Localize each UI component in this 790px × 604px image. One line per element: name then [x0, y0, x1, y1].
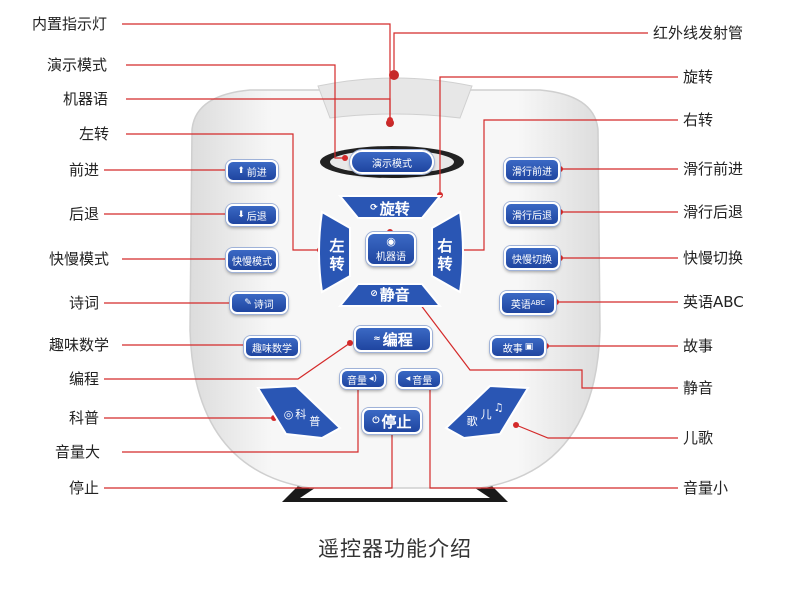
- label-story: 故事: [683, 337, 714, 355]
- english-abc-label: ABC: [530, 299, 546, 307]
- volume-down-button[interactable]: ◂音量: [396, 369, 442, 389]
- math-button[interactable]: 趣味数学: [244, 336, 300, 358]
- story-label: 故事: [502, 343, 523, 355]
- label-mute: 静音: [683, 379, 714, 397]
- mute-label: 静音: [379, 285, 410, 304]
- left-key-shape[interactable]: [318, 210, 351, 294]
- demo-mode-button[interactable]: 演示模式: [350, 150, 434, 174]
- coding-label: 编程: [382, 330, 413, 349]
- label-english: 英语ABC: [683, 293, 744, 311]
- left-label-2: 转: [329, 255, 345, 273]
- label-indicator: 内置指示灯: [32, 15, 108, 33]
- poetry-icon: ✎: [244, 298, 252, 308]
- stop-button[interactable]: ⏻停止: [362, 408, 422, 434]
- label-song: 儿歌: [683, 429, 714, 447]
- song-label-1: 儿: [480, 408, 492, 421]
- forward-button[interactable]: ⬆前进: [226, 160, 278, 182]
- label-volume-down: 音量小: [683, 479, 729, 497]
- slide-backward-button[interactable]: 滑行后退: [504, 202, 560, 226]
- label-turn-right: 右转: [683, 111, 714, 129]
- label-poetry: 诗词: [69, 294, 100, 312]
- rotate-icon: ⟳: [370, 203, 378, 213]
- robot-icon: ◉: [386, 235, 396, 248]
- label-volume-up: 音量大: [55, 443, 101, 461]
- speaker-quiet-icon: ◂: [405, 374, 411, 384]
- backward-button[interactable]: ⬇后退: [226, 204, 278, 226]
- science-label-2: 普: [309, 415, 321, 428]
- callout-lines: [104, 23, 678, 489]
- robot-talk-button[interactable]: ◉ 机器语: [366, 232, 416, 266]
- music-note-icon: ♫: [493, 400, 504, 414]
- robot-label: 机器语: [376, 252, 406, 263]
- label-robot-talk: 机器语: [63, 90, 109, 108]
- vol-down-label: 音量: [412, 375, 433, 387]
- label-speed-mode: 快慢模式: [49, 250, 110, 268]
- science-key-shape[interactable]: [256, 384, 342, 440]
- left-label-1: 左: [329, 237, 345, 255]
- diagram-caption: 遥控器功能介绍: [318, 537, 472, 561]
- demo-button-label: 演示模式: [372, 158, 412, 170]
- right-turn-button[interactable]: 右转: [434, 232, 456, 278]
- speed-mode-button[interactable]: 快慢模式: [226, 248, 278, 272]
- remote-top-cap: [317, 77, 473, 119]
- rotate-label: 旋转: [379, 199, 410, 218]
- label-slide-forward: 滑行前进: [683, 160, 744, 178]
- speed-switch-button[interactable]: 快慢切换: [504, 246, 560, 270]
- science-label-1: 科: [295, 408, 307, 421]
- label-demo: 演示模式: [47, 56, 108, 74]
- right-key-shape[interactable]: [431, 210, 464, 294]
- volume-up-button[interactable]: 音量◂): [340, 369, 386, 389]
- label-ir: 红外线发射管: [653, 24, 744, 42]
- stop-label: 停止: [381, 412, 412, 431]
- math-label: 趣味数学: [252, 343, 292, 355]
- right-label-1: 右: [437, 237, 453, 255]
- backward-label: 后退: [246, 211, 267, 223]
- speed-label: 快慢模式: [232, 256, 272, 268]
- label-science: 科普: [69, 409, 100, 427]
- song-key-shape[interactable]: [444, 384, 530, 440]
- english-label: 英语: [510, 299, 531, 311]
- right-label-2: 转: [437, 255, 453, 273]
- label-coding: 编程: [69, 370, 100, 388]
- speed-switch-label: 快慢切换: [512, 254, 552, 266]
- label-rotate: 旋转: [683, 68, 714, 86]
- label-turn-left: 左转: [79, 125, 110, 143]
- book-icon: ▣: [524, 342, 534, 352]
- coding-button[interactable]: ≈编程: [354, 326, 432, 352]
- mute-key-shape[interactable]: [337, 283, 443, 307]
- mute-icon: ⊘: [370, 289, 378, 299]
- planet-icon: ◎: [283, 407, 294, 421]
- left-turn-button[interactable]: 左转: [326, 232, 348, 278]
- vol-up-label: 音量: [346, 375, 367, 387]
- ir-emitter-dot: [389, 70, 399, 80]
- slide-forward-button[interactable]: 滑行前进: [504, 158, 560, 182]
- science-button[interactable]: ◎科普: [282, 396, 322, 432]
- label-speed-switch: 快慢切换: [683, 249, 744, 267]
- label-slide-backward: 滑行后退: [683, 203, 744, 221]
- label-stop: 停止: [69, 479, 100, 497]
- song-button[interactable]: 歌儿♫: [464, 396, 506, 432]
- poetry-label: 诗词: [253, 299, 274, 311]
- song-label-2: 歌: [466, 415, 478, 428]
- label-math: 趣味数学: [49, 336, 110, 354]
- power-icon: ⏻: [372, 416, 380, 426]
- mute-button[interactable]: ⊘静音: [360, 284, 420, 304]
- down-arrow-icon: ⬇: [237, 210, 245, 220]
- story-button[interactable]: 故事▣: [490, 336, 546, 358]
- speaker-loud-icon: ◂): [368, 374, 378, 384]
- label-forward: 前进: [69, 161, 100, 179]
- rotate-key-shape[interactable]: [337, 195, 443, 219]
- poetry-button[interactable]: ✎诗词: [230, 292, 288, 314]
- slide-fwd-label: 滑行前进: [512, 166, 552, 178]
- label-backward: 后退: [69, 205, 100, 223]
- up-arrow-icon: ⬆: [237, 166, 245, 176]
- forward-label: 前进: [246, 167, 267, 179]
- slide-back-label: 滑行后退: [512, 210, 552, 222]
- coding-icon: ≈: [373, 334, 381, 344]
- rotate-button[interactable]: ⟳旋转: [358, 198, 422, 218]
